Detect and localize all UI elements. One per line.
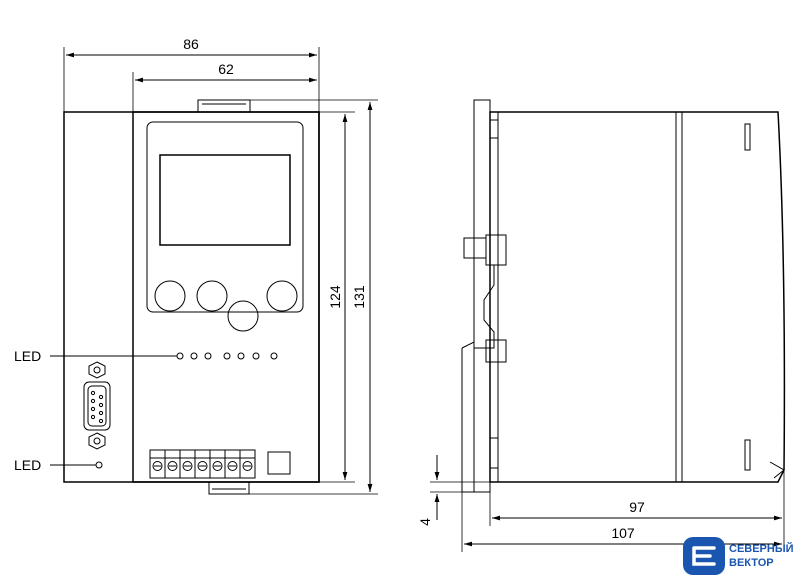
bottom-clip	[208, 481, 250, 495]
logo-line2: ВЕКТОР	[729, 557, 774, 569]
din-rail-clip	[463, 119, 507, 469]
top-clip	[197, 99, 251, 113]
keypad-button-3	[266, 280, 298, 312]
logo-line1: СЕВЕРНЫЙ	[729, 542, 794, 555]
dim-inner-height: 124	[327, 285, 343, 309]
standoff-upper	[88, 361, 106, 379]
dim-front-panel-width: 62	[218, 61, 234, 77]
status-led-row	[176, 352, 278, 360]
front-panel	[132, 111, 320, 483]
led-lower	[95, 461, 103, 469]
side-dimensions	[430, 455, 785, 552]
dim-overall-height: 131	[351, 285, 367, 309]
terminal-block	[149, 449, 256, 479]
keypad-button-2	[196, 280, 228, 312]
dim-overall-width: 86	[183, 36, 199, 52]
din-mount-upper	[473, 99, 491, 349]
front-dimensions	[63, 47, 378, 495]
vent-slot-upper	[744, 123, 751, 151]
dim-depth-total: 107	[611, 525, 635, 541]
standoff-lower	[88, 432, 106, 450]
front-view	[63, 99, 320, 495]
dim-depth-body: 97	[629, 499, 645, 515]
led-callout-upper: LED	[14, 348, 41, 364]
terminal-square	[267, 451, 291, 475]
display-bezel	[146, 121, 304, 313]
dim-din-offset: 4	[417, 518, 433, 526]
lcd-screen	[159, 154, 291, 246]
dsub-connector	[83, 381, 111, 431]
keypad-button-1	[154, 280, 186, 312]
led-callout-lower: LED	[14, 457, 41, 473]
din-mount-lower	[461, 341, 491, 493]
keypad-button-4	[227, 300, 259, 332]
vent-slot-lower	[744, 439, 751, 471]
side-view	[461, 99, 786, 493]
company-logo: СЕВЕРНЫЙ ВЕКТОР	[683, 537, 794, 575]
side-body	[489, 111, 786, 483]
housing-outline	[63, 111, 320, 483]
